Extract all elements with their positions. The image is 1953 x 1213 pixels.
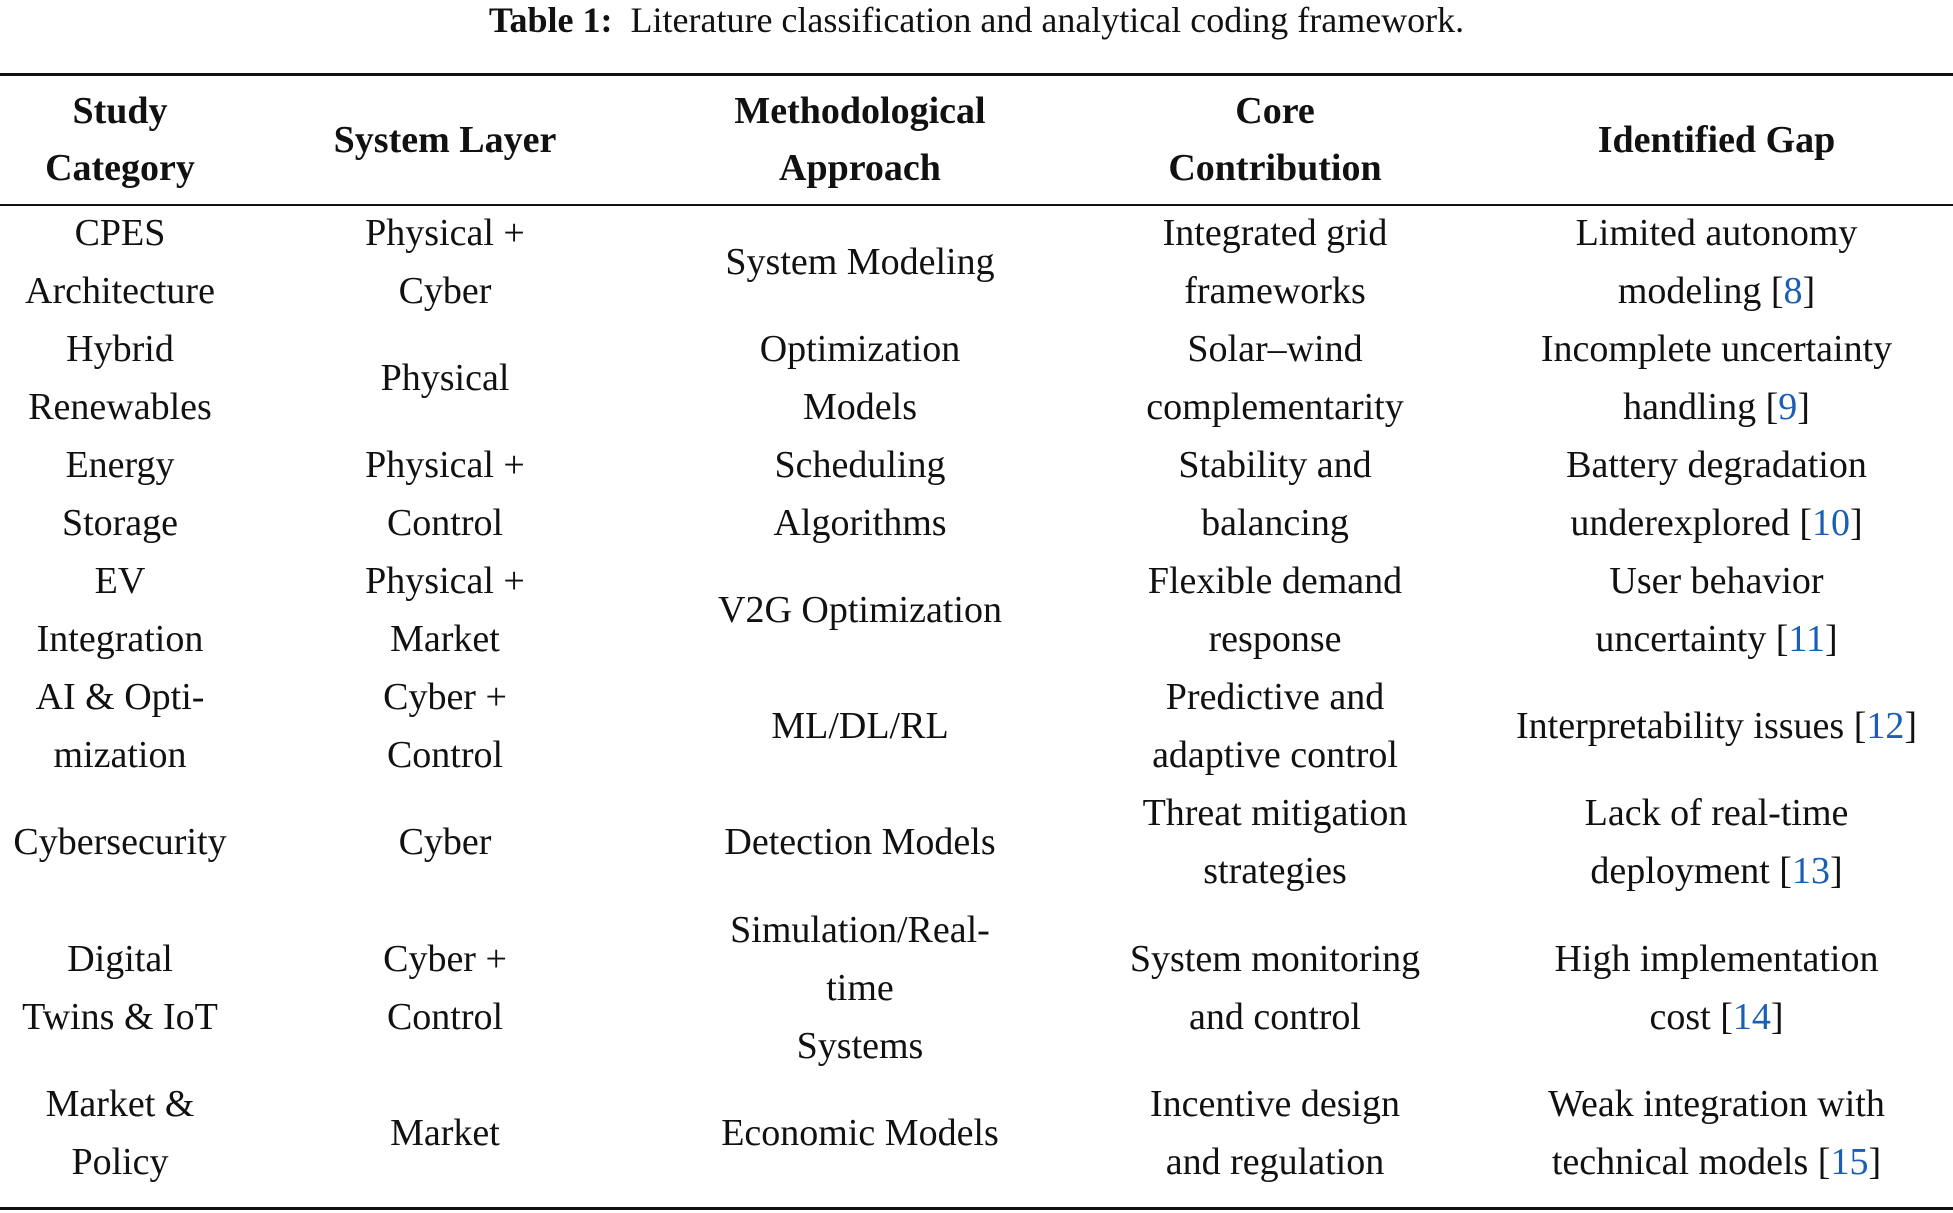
table-row: EV Integration Physical + Market V2G Opt…: [0, 552, 1953, 668]
cell-contribution: Flexible demand response: [1147, 560, 1403, 660]
header-methodological-approach: Methodological Approach: [734, 90, 986, 189]
cell-gap: Lack of real-time deployment [13]: [1584, 792, 1849, 892]
cell-contribution: Solar–wind complementarity: [1146, 328, 1404, 428]
cell-layer: Cyber: [398, 821, 492, 863]
header-identified-gap: Identified Gap: [1597, 118, 1836, 161]
header-row: Study Category System Layer Methodologic…: [0, 76, 1953, 204]
cell-method: Economic Models: [721, 1112, 999, 1154]
cell-gap: User behavior uncertainty [11]: [1595, 560, 1838, 660]
table-row: AI & Opti- mization Cyber + Control ML/D…: [0, 668, 1953, 784]
table-row: Energy Storage Physical + Control Schedu…: [0, 436, 1953, 552]
cell-category: EV Integration: [36, 560, 204, 660]
cell-layer: Market: [390, 1112, 500, 1154]
cell-category: Market & Policy: [45, 1083, 195, 1183]
cell-category: AI & Opti- mization: [35, 676, 205, 776]
cell-contribution: Predictive and adaptive control: [1152, 676, 1398, 776]
citation-link[interactable]: 12: [1866, 705, 1905, 747]
literature-table: Study Category System Layer Methodologic…: [0, 76, 1953, 1191]
bottom-rule: [0, 1207, 1953, 1210]
table-row: CPES Architecture Physical + Cyber Syste…: [0, 204, 1953, 320]
cell-layer: Cyber + Control: [383, 937, 507, 1038]
table-row: Digital Twins & IoT Cyber + Control Simu…: [0, 900, 1953, 1075]
cell-contribution: System monitoring and control: [1129, 937, 1421, 1038]
header-core-contribution: Core Contribution: [1168, 90, 1382, 189]
citation-link[interactable]: 10: [1811, 502, 1850, 544]
table-row: Cybersecurity Cyber Detection Models Thr…: [0, 784, 1953, 900]
table-caption: Table 1: Literature classification and a…: [0, 0, 1953, 44]
cell-method: Scheduling Algorithms: [773, 444, 947, 544]
citation-link[interactable]: 15: [1830, 1141, 1869, 1183]
cell-layer: Physical + Cyber: [365, 212, 525, 312]
cell-layer: Physical + Control: [365, 444, 525, 544]
citation-link[interactable]: 8: [1783, 270, 1803, 312]
header-system-layer: System Layer: [333, 118, 557, 161]
caption-text: Literature classification and analytical…: [630, 0, 1465, 40]
cell-layer: Physical + Market: [365, 560, 525, 660]
cell-gap: Battery degradation underexplored [10]: [1566, 444, 1867, 544]
table-row: Hybrid Renewables Physical Optimization …: [0, 320, 1953, 436]
citation-link[interactable]: 11: [1788, 618, 1826, 660]
cell-method: Simulation/Real- time Systems: [730, 908, 990, 1067]
cell-contribution: Integrated grid frameworks: [1162, 212, 1388, 312]
cell-contribution: Incentive design and regulation: [1149, 1083, 1401, 1183]
caption-label: Table 1:: [488, 0, 613, 40]
cell-gap: Incomplete uncertainty handling [9]: [1540, 328, 1893, 428]
citation-link[interactable]: 9: [1778, 386, 1798, 428]
cell-category: Cybersecurity: [13, 821, 227, 863]
cell-layer: Cyber + Control: [383, 676, 507, 776]
cell-category: Digital Twins & IoT: [22, 937, 218, 1038]
header-study-category: Study Category: [45, 90, 195, 189]
citation-link[interactable]: 14: [1732, 995, 1771, 1038]
citation-link[interactable]: 13: [1791, 850, 1830, 892]
header-rule: [0, 204, 1953, 206]
cell-gap: Interpretability issues [12]: [1515, 705, 1917, 747]
cell-gap: Weak integration with technical models […: [1548, 1083, 1885, 1183]
table-row: Market & Policy Market Economic Models I…: [0, 1075, 1953, 1191]
cell-method: Detection Models: [724, 821, 996, 863]
cell-category: Energy Storage: [61, 444, 179, 544]
cell-layer: Physical: [380, 357, 510, 399]
cell-method: V2G Optimization: [718, 589, 1002, 631]
cell-category: Hybrid Renewables: [28, 328, 212, 428]
cell-method: Optimization Models: [759, 328, 961, 428]
cell-method: System Modeling: [725, 241, 995, 283]
cell-contribution: Threat mitigation strategies: [1142, 792, 1408, 892]
cell-gap: Limited autonomy modeling [8]: [1575, 212, 1858, 312]
cell-method: ML/DL/RL: [771, 705, 949, 747]
cell-contribution: Stability and balancing: [1178, 444, 1372, 544]
cell-gap: High implementation cost [14]: [1554, 937, 1879, 1038]
top-rule: [0, 73, 1953, 76]
cell-category: CPES Architecture: [25, 212, 215, 312]
